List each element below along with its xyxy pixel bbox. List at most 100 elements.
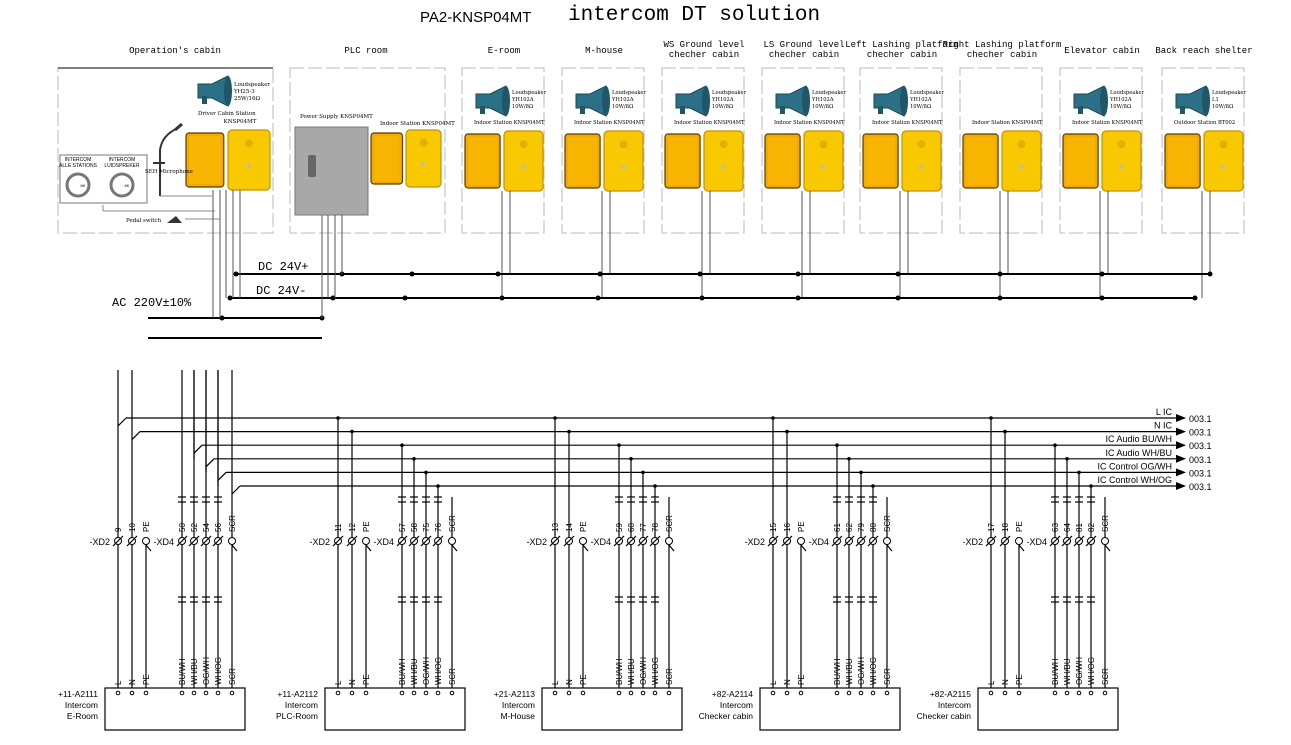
speaker-label: YH25-3 [233, 89, 255, 95]
xd4-label: -XD4 [153, 537, 174, 547]
xd2-label: -XD2 [526, 537, 547, 547]
terminal-number: SCR [448, 515, 457, 532]
terminal-icon [362, 537, 370, 545]
station-front [503, 130, 544, 192]
box-terminal [335, 690, 341, 696]
station-button [1119, 165, 1124, 169]
box-terminal [449, 690, 455, 696]
terminal-slash [649, 535, 661, 547]
junction-dot [1053, 443, 1057, 448]
xd2-label: -XD2 [309, 537, 330, 547]
junction-dot [1099, 271, 1105, 277]
title-text: intercom DT solution [568, 4, 820, 27]
terminal-number: 60 [627, 523, 636, 532]
box-terminal [798, 690, 804, 696]
terminal-slash [1073, 535, 1085, 547]
box-terminal [1088, 690, 1094, 696]
terminal-slash [831, 535, 843, 547]
bus-bend [193, 444, 203, 454]
junction-dot [617, 443, 621, 448]
column-label: L [551, 680, 560, 685]
speaker-label: L1 [1212, 97, 1219, 103]
junction-dot [330, 295, 336, 301]
terminal-slash [420, 535, 432, 547]
station-front [803, 130, 844, 192]
terminal-icon [797, 537, 805, 545]
station-button [621, 165, 626, 169]
horn-bracket [780, 106, 785, 114]
box-terminal [640, 690, 646, 696]
room-frame [761, 67, 845, 234]
box-terminal [363, 690, 369, 696]
column-label: OG/WH [422, 657, 431, 685]
terminal-number: 15 [769, 523, 778, 532]
box-terminal [784, 690, 790, 696]
terminal-number: 78 [651, 523, 660, 532]
terminal-number: 17 [987, 523, 996, 532]
terminal-number: 59 [615, 523, 624, 532]
speaker-label: 25W/16Ω [234, 96, 261, 102]
terminal-number: PE [1015, 521, 1024, 532]
room-title: checher cabin [867, 50, 937, 60]
speaker-label: 10W/8Ω [512, 104, 533, 110]
column-label: L [334, 680, 343, 685]
column-label: OG/WH [639, 657, 648, 685]
microphone-label: SEH Microphone [145, 169, 193, 175]
column-label: SCR [448, 668, 457, 685]
box-terminal [349, 690, 355, 696]
box-terminal [884, 690, 890, 696]
station-front [405, 129, 442, 188]
station-door-inner [866, 137, 896, 185]
column-label: BU/WH [1051, 658, 1060, 685]
loudspeaker-icon [1073, 85, 1108, 117]
column-label: WH/OG [1087, 657, 1096, 685]
junction-dot [219, 315, 225, 321]
speaker-label: 10W/8Ω [612, 104, 633, 110]
intercom-station [962, 130, 1042, 192]
column-label: OG/WH [857, 657, 866, 685]
junction-dot [400, 443, 404, 448]
junction-dot [1192, 295, 1198, 301]
station-label: Indoor Station KNSP04MT [774, 120, 845, 126]
terminal-slash [563, 535, 575, 547]
room-frame [1059, 67, 1143, 234]
junction-dot [895, 295, 901, 301]
box-terminal [770, 690, 776, 696]
terminal-slash [212, 535, 224, 547]
speaker-label: YH102A [1109, 97, 1132, 103]
knob-label: 8K [81, 183, 86, 188]
terminal-slash [188, 535, 200, 547]
station-button [1019, 165, 1024, 169]
bus-ref: 003.1 [1189, 468, 1212, 478]
box-terminal [580, 690, 586, 696]
station-label: Indoor Station KNSP04MT [674, 120, 745, 126]
device-label: +11-A2111 [58, 689, 98, 699]
room-title: Right Lashing platform [943, 40, 1062, 50]
junction-dot [499, 295, 505, 301]
box-terminal [411, 690, 417, 696]
horn-mouth [1202, 86, 1210, 116]
junction-dot [409, 271, 415, 277]
device-box [541, 687, 683, 731]
box-terminal [1016, 690, 1022, 696]
junction-dot [597, 271, 603, 277]
terminal-slash [999, 535, 1011, 547]
device-box [977, 687, 1119, 731]
horn-mouth [802, 86, 810, 116]
box-terminal [399, 690, 405, 696]
junction-dot [495, 271, 501, 277]
terminal-number: 11 [334, 523, 343, 532]
box-terminal [423, 690, 429, 696]
station-door-inner [966, 137, 996, 185]
intercom-station [564, 130, 644, 192]
bus-arrow-icon [1176, 468, 1186, 477]
bus-bend [231, 485, 241, 495]
speaker-label: Loudspeaker [512, 90, 547, 96]
box-terminal [552, 690, 558, 696]
intercom-station [1164, 130, 1244, 192]
junction-dot [847, 457, 851, 461]
terminal-number: 79 [857, 523, 866, 532]
column-label: SCR [665, 668, 674, 685]
terminal-slash [867, 535, 879, 547]
